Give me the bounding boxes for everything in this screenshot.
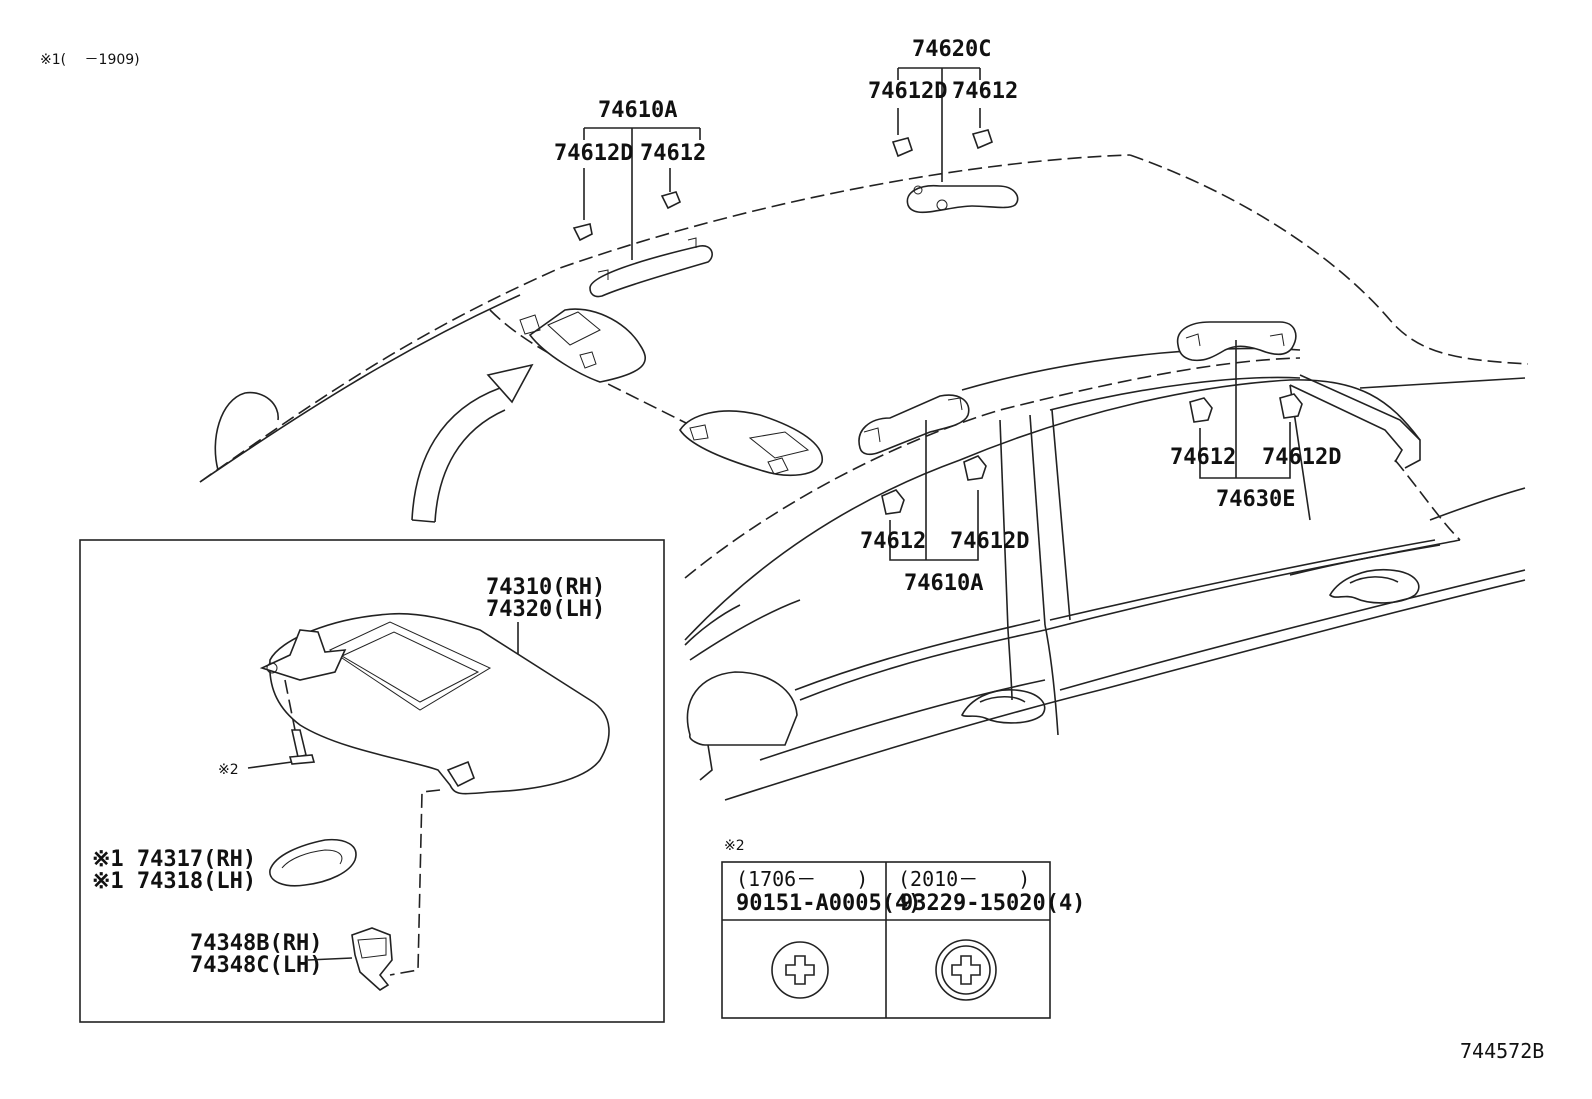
clip-icon [660,191,682,210]
label-74610A-mid: 74610A [904,571,983,596]
label-74310-rh: 74310(RH) [486,575,605,600]
label-74612-center: 74612 [952,79,1018,104]
assist-grip-icon [906,184,1019,214]
grip-front-top-assembly: 74610A 74612D 74612 [554,98,713,298]
grip-center-top-assembly: 74620C 74612D 74612 [868,37,1019,214]
label-74612D-mid: 74612D [950,529,1029,554]
clip-icon [1189,397,1213,423]
label-74612D-rear: 74612D [1262,445,1341,470]
table-col1-part: 90151-A0005(4) [736,891,921,916]
table-col1-range: (1706－ ) [736,867,868,891]
table-title: ※2 [724,838,745,854]
clip-icon [891,137,913,158]
clip-icon [1279,393,1303,419]
table-col2-part: 93229-15020(4) [900,891,1085,916]
sun-visor-icon [269,612,610,795]
visor-holder-icon [351,927,393,991]
clip-icon [971,129,993,150]
label-74630E: 74630E [1216,487,1295,512]
label-74612D-center: 74612D [868,79,947,104]
assist-grip-icon [858,394,970,456]
label-74348B-rh: 74348B(RH) [190,931,322,956]
screw-table: ※2 (1706－ ) 90151-A0005(4) (2010－ ) 9322… [721,838,1085,1019]
label-74620C: 74620C [912,37,991,62]
phillips-screw-icon [771,941,829,999]
phillips-screw-flange-icon [935,939,997,1001]
label-74348C-lh: 74348C(LH) [190,953,322,978]
clip-icon [881,489,905,515]
visor-hook-icon [446,760,476,788]
mirror-cover-icon [269,838,357,887]
assist-grip-icon [589,245,713,298]
sun-visor-icon [528,308,647,383]
label-74610A-top: 74610A [598,98,677,123]
visor-roof-drawings [411,308,823,523]
grip-rear-assembly: 74612 74612D 74630E [1170,321,1341,512]
clip-icon [572,223,593,242]
label-74612-rear: 74612 [1170,445,1236,470]
clip-icon [963,455,987,481]
label-74612D-top: 74612D [554,141,633,166]
visor-detail-box: 74310(RH) 74320(LH) ※2 ※1 74317(RH) ※1 7… [79,539,665,1023]
label-note2-screw: ※2 [218,762,239,778]
arrow-icon [486,363,534,404]
sun-visor-icon [679,410,823,477]
label-74612-mid: 74612 [860,529,926,554]
label-74317-rh: ※1 74317(RH) [92,847,256,872]
diagram-code: 744572B [1460,1039,1544,1063]
label-74318-lh: ※1 74318(LH) [92,869,256,894]
label-74612-top: 74612 [640,141,706,166]
visor-hinge-icon [259,629,347,681]
grip-mid-assembly: 74612 74612D 74610A [858,394,1029,596]
label-74320-lh: 74320(LH) [486,597,605,622]
note-range: ※1( －1909) [40,52,140,68]
car-body [199,154,1529,801]
screw-icon [291,729,307,758]
table-col2-range: (2010－ ) [898,867,1030,891]
